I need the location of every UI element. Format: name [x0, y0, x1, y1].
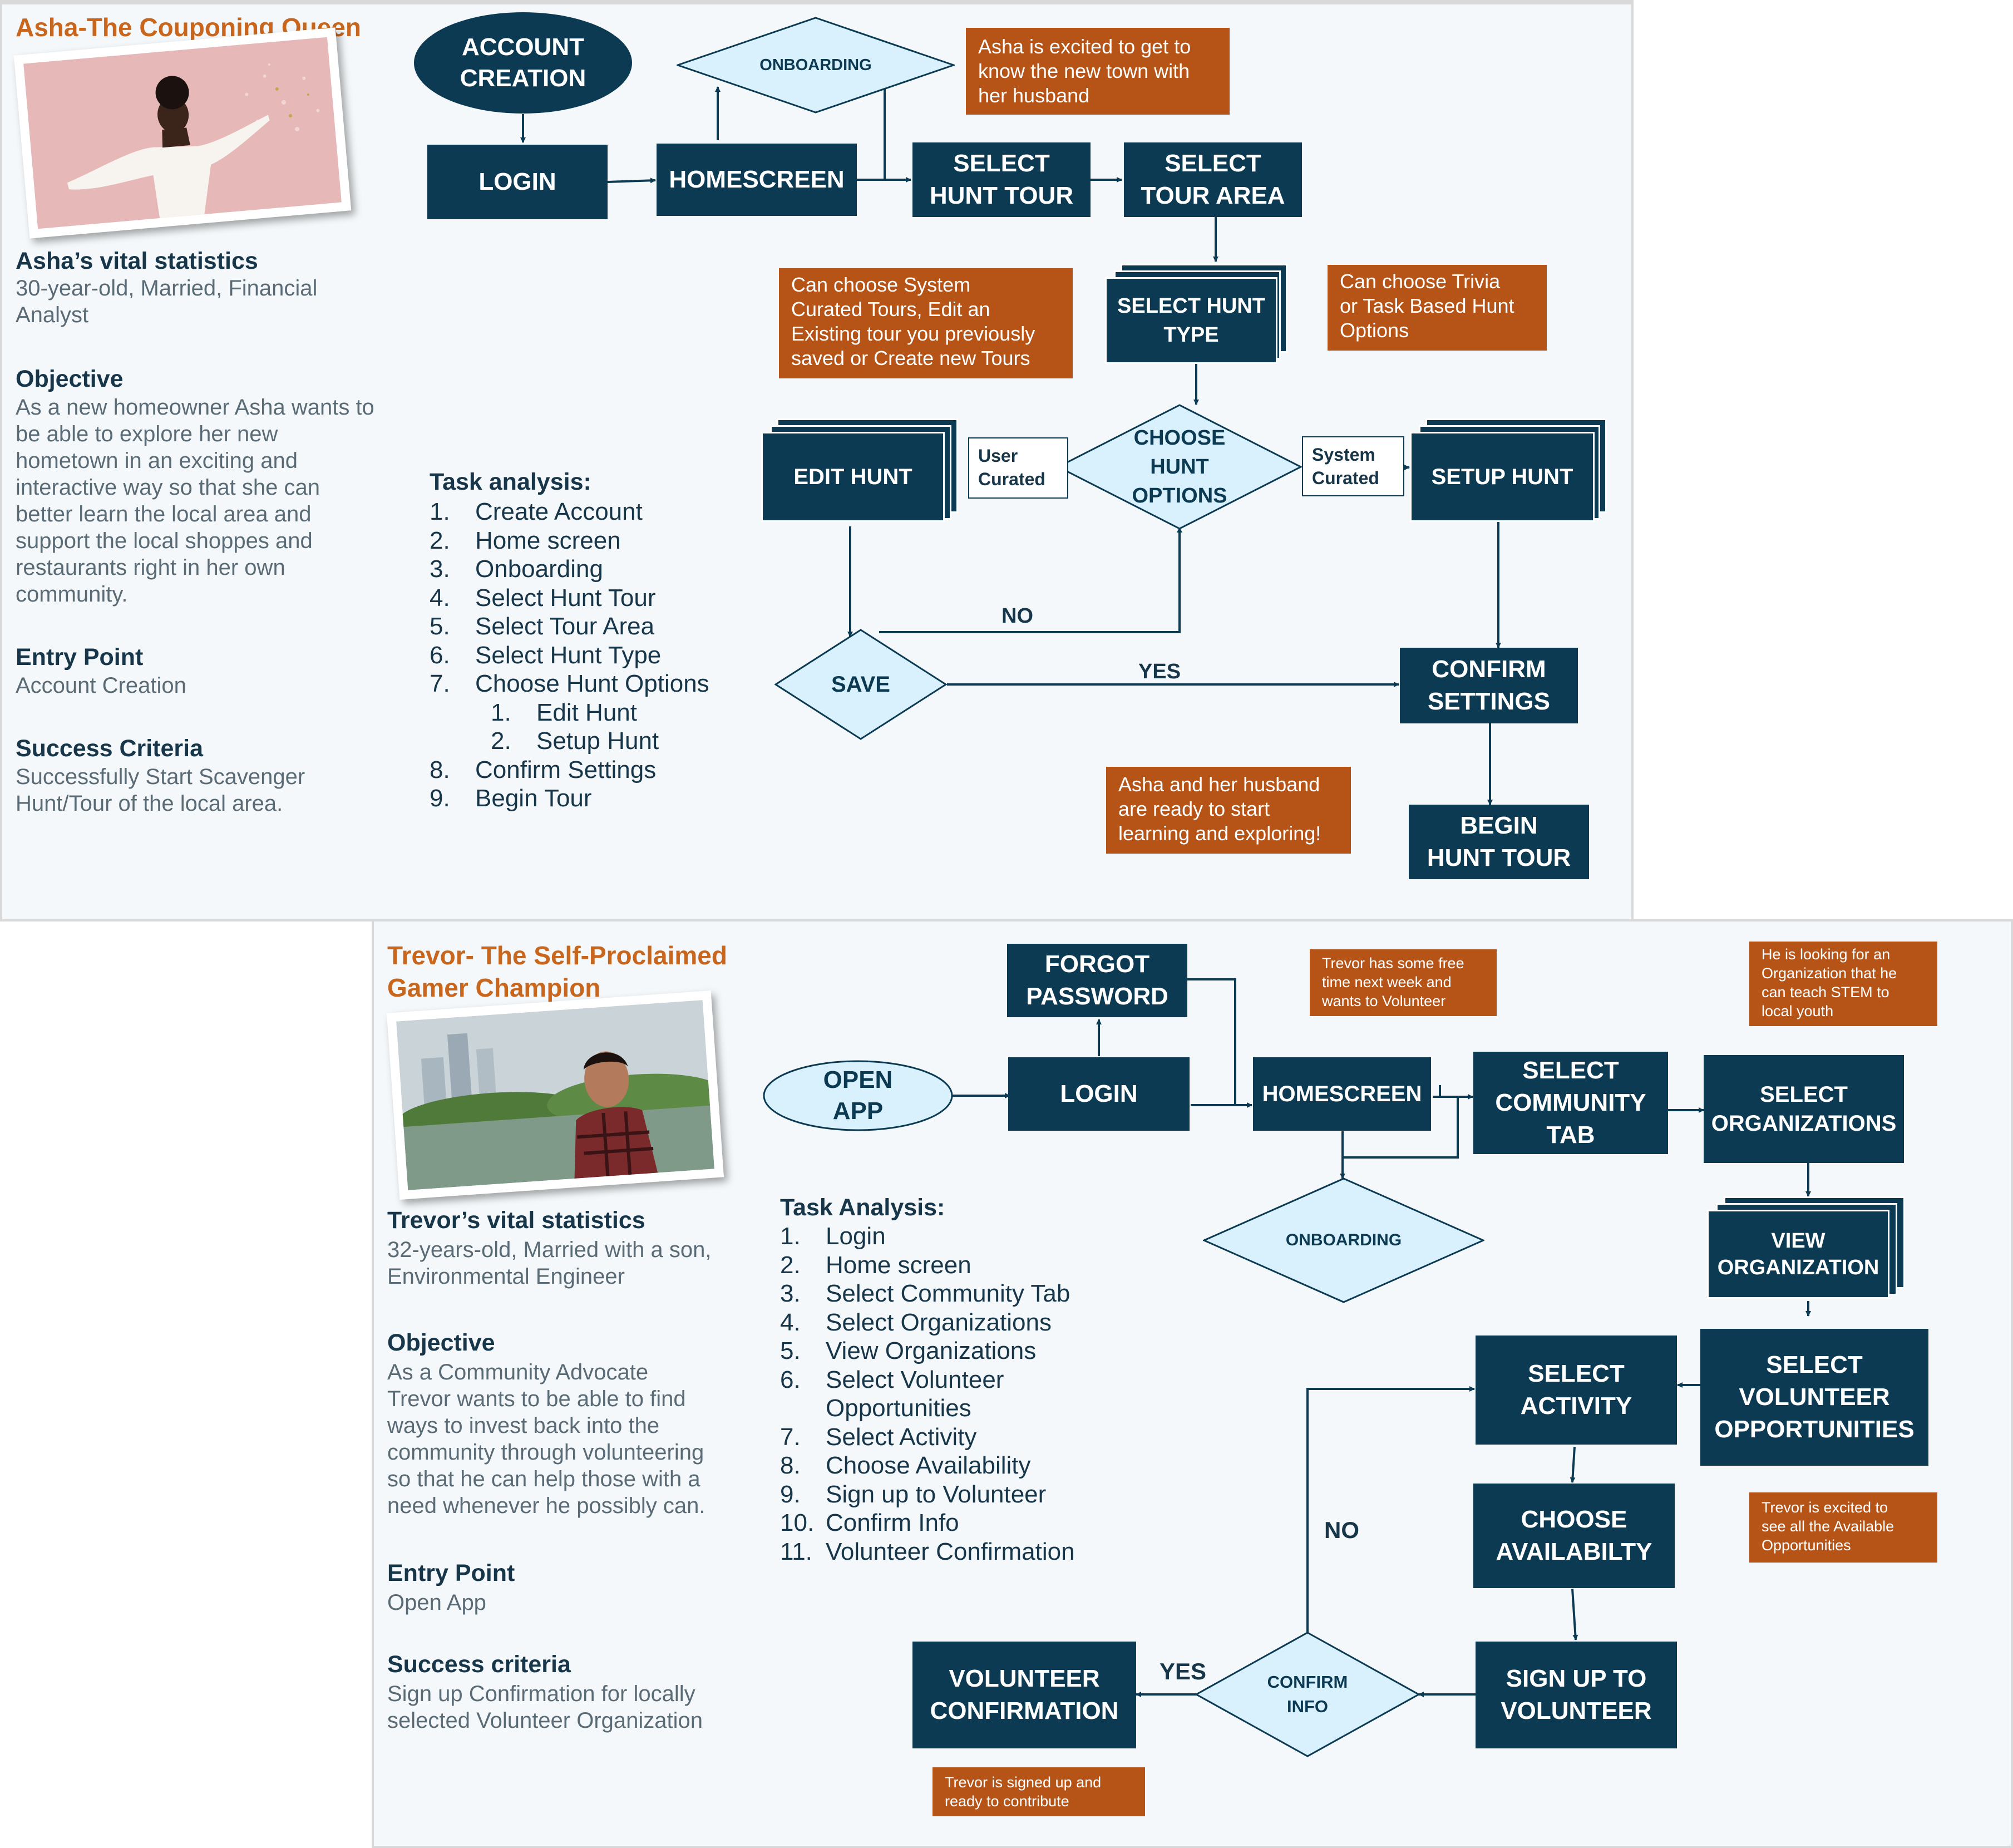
asha-task-heading: Task analysis: — [430, 469, 591, 495]
asha-entry-heading: Entry Point — [16, 644, 144, 671]
asha-stats-text: 30-year-old, Married, Financial Analyst — [16, 276, 318, 327]
trevor-entry-text: Open App — [387, 1590, 486, 1615]
trevor-stats-text: 32-years-old, Married with a son, Enviro… — [387, 1238, 712, 1289]
asha-onboarding-diamond — [677, 17, 955, 114]
task-item: 1.Create Account — [430, 498, 643, 525]
task-item: 8.Choose Availability — [780, 1452, 1031, 1479]
task-item: 7.Choose Hunt Options — [430, 670, 709, 697]
trevor-success-text: Sign up Confirmation for locally selecte… — [387, 1682, 703, 1733]
task-item: 11.Volunteer Confirmation — [780, 1537, 1075, 1565]
trevor-choose-availability-box: CHOOSE AVAILABILTY — [1473, 1484, 1675, 1588]
task-subitem: 1.Edit Hunt — [491, 698, 637, 726]
asha-note-system-curated: Can choose System Curated Tours, Edit an… — [779, 268, 1073, 378]
trevor-success-heading: Success criteria — [387, 1651, 571, 1678]
trevor-photo-image — [396, 1000, 714, 1190]
trevor-select-organizations-box: SELECT ORGANIZATIONS — [1704, 1055, 1904, 1163]
asha-login-box: LOGIN — [427, 145, 608, 219]
trevor-confirm-info-label: CONFIRM INFO — [1267, 1672, 1348, 1716]
trevor-volunteer-confirmation-box: VOLUNTEER CONFIRMATION — [912, 1642, 1136, 1748]
task-item: 10.Confirm Info — [780, 1509, 959, 1536]
asha-choose-hunt-options-diamond — [1057, 404, 1302, 530]
trevor-onboarding-diamond — [1203, 1177, 1484, 1303]
asha-stats-heading: Asha’s vital statistics — [16, 248, 258, 274]
asha-entry-text: Account Creation — [16, 673, 186, 698]
task-item: 8.Confirm Settings — [430, 756, 657, 783]
task-item: 3.Onboarding — [430, 555, 603, 583]
task-item: Opportunities — [826, 1394, 971, 1422]
asha-system-curated-label: System Curated — [1302, 436, 1404, 496]
trevor-objective-text: As a Community Advocate Trevor wants to … — [387, 1360, 705, 1518]
asha-objective-text: As a new homeowner Asha wants to be able… — [16, 395, 374, 607]
trevor-select-community-tab-box: SELECT COMMUNITY TAB — [1473, 1052, 1668, 1154]
trevor-view-organization-box: VIEW ORGANIZATION — [1707, 1210, 1889, 1299]
trevor-no-label: NO — [1324, 1517, 1359, 1543]
trevor-entry-heading: Entry Point — [387, 1560, 515, 1586]
trevor-confirm-info-diamond — [1195, 1632, 1420, 1757]
task-item: 9.Sign up to Volunteer — [780, 1480, 1047, 1508]
trevor-select-volunteer-opps-box: SELECT VOLUNTEER OPPORTUNITIES — [1700, 1329, 1928, 1466]
task-item: 7.Select Activity — [780, 1423, 977, 1451]
task-item: 6.Select Hunt Type — [430, 641, 662, 669]
trevor-photo — [386, 990, 724, 1200]
asha-begin-hunt-tour-box: BEGIN HUNT TOUR — [1409, 805, 1589, 879]
asha-select-hunt-type-box: SELECT HUNT TYPE — [1105, 277, 1277, 364]
task-item: 1.Login — [780, 1223, 886, 1250]
trevor-forgot-password-box: FORGOT PASSWORD — [1007, 944, 1187, 1017]
asha-setup-hunt-box: SETUP HUNT — [1410, 432, 1595, 522]
trevor-objective-heading: Objective — [387, 1329, 495, 1356]
task-subitem: 2.Setup Hunt — [491, 727, 659, 755]
task-item: 4.Select Hunt Tour — [430, 584, 656, 612]
asha-select-hunt-tour-box: SELECT HUNT TOUR — [912, 142, 1091, 217]
asha-note-trivia: Can choose Trivia or Task Based Hunt Opt… — [1328, 265, 1547, 351]
trevor-sign-up-box: SIGN UP TO VOLUNTEER — [1476, 1642, 1677, 1748]
trevor-task-list: 1.Login 2.Home screen 3.Select Community… — [780, 1222, 1136, 1566]
trevor-note-free-time: Trevor has some free time next week and … — [1310, 949, 1497, 1016]
trevor-note-stem: He is looking for an Organization that h… — [1749, 942, 1937, 1026]
trevor-open-app-ellipse — [763, 1060, 953, 1131]
trevor-task-heading: Task Analysis: — [780, 1194, 945, 1221]
asha-confirm-settings-box: CONFIRM SETTINGS — [1400, 648, 1578, 723]
trevor-note-excited: Trevor is excited to see all the Availab… — [1749, 1492, 1937, 1563]
task-item: 6.Select Volunteer — [780, 1366, 1004, 1393]
task-item: 9.Begin Tour — [430, 785, 592, 812]
task-item: 2.Home screen — [780, 1251, 971, 1279]
asha-save-label: SAVE — [831, 672, 890, 697]
asha-homescreen-box: HOMESCREEN — [657, 144, 857, 216]
task-item: 5.Select Tour Area — [430, 613, 655, 640]
task-item: 5.View Organizations — [780, 1337, 1037, 1364]
trevor-yes-label: YES — [1160, 1658, 1207, 1684]
asha-objective-heading: Objective — [16, 366, 124, 392]
asha-account-creation-label: ACCOUNT CREATION — [460, 33, 586, 92]
asha-save-diamond — [774, 629, 947, 740]
trevor-note-signed-up: Trevor is signed up and ready to contrib… — [933, 1767, 1145, 1816]
trevor-homescreen-box: HOMESCREEN — [1253, 1057, 1431, 1131]
asha-edit-hunt-box: EDIT HUNT — [761, 432, 945, 522]
trevor-select-activity-box: SELECT ACTIVITY — [1476, 1336, 1677, 1445]
asha-yes-label: YES — [1138, 660, 1181, 683]
asha-note-excited: Asha is excited to get to know the new t… — [966, 28, 1230, 115]
asha-choose-hunt-options-label: CHOOSE HUNT OPTIONS — [1132, 426, 1227, 507]
trevor-open-app-label: OPEN APP — [823, 1066, 893, 1125]
asha-user-curated-label: User Curated — [968, 437, 1068, 499]
asha-note-ready: Asha and her husband are ready to start … — [1106, 767, 1351, 854]
task-item: 3.Select Community Tab — [780, 1280, 1070, 1307]
task-item: 2.Home screen — [430, 526, 621, 554]
trevor-onboarding-label: ONBOARDING — [1285, 1231, 1402, 1249]
asha-photo-image — [23, 37, 342, 229]
trevor-stats-heading: Trevor’s vital statistics — [387, 1207, 645, 1234]
trevor-login-box: LOGIN — [1008, 1057, 1190, 1131]
asha-no-label: NO — [1001, 604, 1033, 628]
asha-select-tour-area-box: SELECT TOUR AREA — [1124, 142, 1302, 217]
asha-photo — [13, 27, 352, 239]
asha-success-text: Successfully Start Scavenger Hunt/Tour o… — [16, 765, 305, 816]
asha-success-heading: Success Criteria — [16, 735, 204, 762]
trevor-persona-title: Trevor- The Self-Proclaimed Gamer Champi… — [387, 941, 727, 1002]
asha-onboarding-label: ONBOARDING — [759, 56, 872, 74]
asha-task-list: 1.Create Account 2.Home screen 3.Onboard… — [430, 497, 752, 813]
task-item: 4.Select Organizations — [780, 1308, 1052, 1336]
asha-account-creation-ellipse — [414, 12, 632, 114]
